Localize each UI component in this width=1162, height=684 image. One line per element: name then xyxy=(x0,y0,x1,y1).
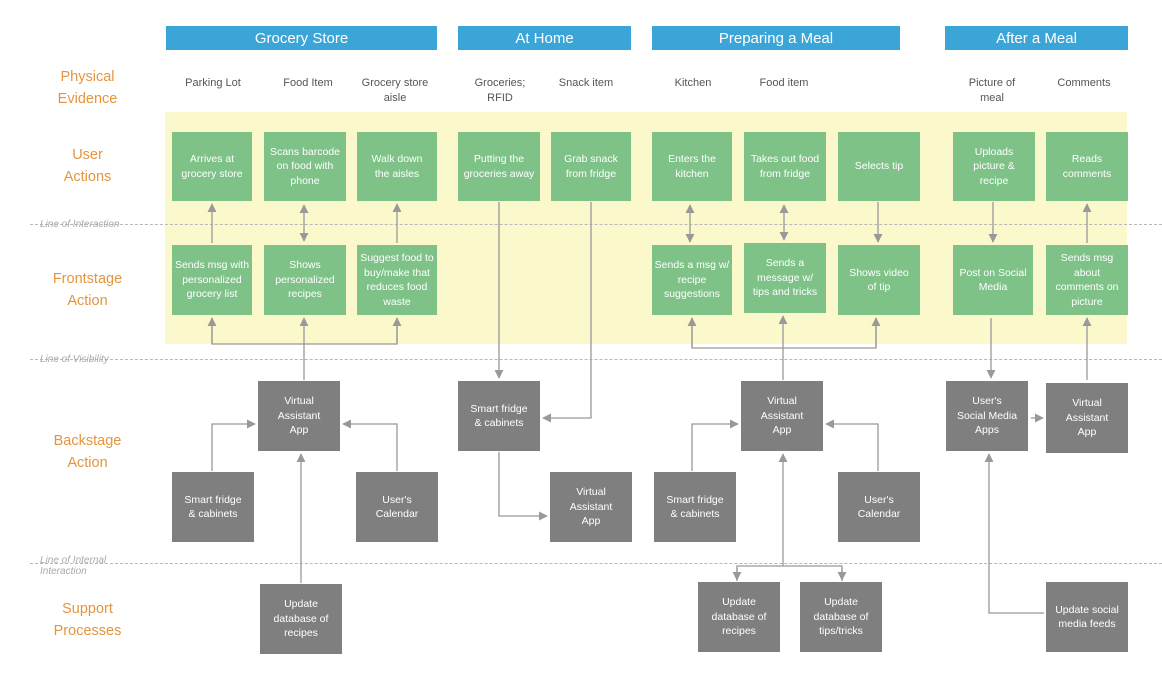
phase-header-grocery-store: Grocery Store xyxy=(166,26,437,50)
row-label-support-processes: Support Processes xyxy=(53,601,122,639)
action-reads-comments: Reads comments xyxy=(1046,132,1128,201)
row-label-frontstage-action: Frontstage Action xyxy=(52,271,123,309)
phase-header-at-home: At Home xyxy=(458,26,631,50)
front-sends-tips: Sends a message w/ tips and tricks xyxy=(744,243,826,313)
line-of-interaction xyxy=(30,224,1162,225)
action-walk-down-aisles: Walk down the aisles xyxy=(357,132,437,201)
arrow-grab-to-fridge xyxy=(542,202,592,423)
back-smart-fridge-home: Smart fridge & cabinets xyxy=(458,381,540,451)
front-sends-grocery-list: Sends msg with personalized grocery list xyxy=(172,245,252,315)
back-virtual-assistant-app-home: Virtual Assistant App xyxy=(550,472,632,542)
back-smart-fridge-1: Smart fridge & cabinets xyxy=(172,472,254,542)
front-shows-video: Shows video of tip xyxy=(838,245,920,315)
arrow-support-to-social xyxy=(984,453,1044,614)
back-social-media-apps: User's Social Media Apps xyxy=(946,381,1028,451)
row-label-physical-evidence: Physical Evidence xyxy=(57,69,118,107)
evidence-food-item-2: Food item xyxy=(759,77,809,89)
front-sends-recipe-suggestions: Sends a msg w/ recipe suggestions xyxy=(652,245,732,315)
evidence-grocery-aisle: Grocery store aisle xyxy=(361,77,429,104)
row-label-user-actions: User Actions xyxy=(63,147,112,185)
arrow-fridge-to-va-1 xyxy=(211,419,256,471)
evidence-groceries-rfid: Groceries; RFID xyxy=(474,77,526,104)
action-scans-barcode: Scans barcode on food with phone xyxy=(264,132,346,201)
support-update-social-feeds: Update social media feeds xyxy=(1046,582,1128,652)
arrow-calendar-to-va-2 xyxy=(825,419,879,471)
line-label-interaction: Line of Interaction xyxy=(40,219,120,230)
action-selects-tip: Selects tip xyxy=(838,132,920,201)
action-enters-kitchen: Enters the kitchen xyxy=(652,132,732,201)
phase-header-after-meal: After a Meal xyxy=(945,26,1128,50)
action-putting-groceries-away: Putting the groceries away xyxy=(458,132,540,201)
evidence-snack-item: Snack item xyxy=(558,77,614,89)
evidence-comments: Comments xyxy=(1057,77,1111,89)
front-post-social-media: Post on Social Media xyxy=(953,245,1033,315)
back-users-calendar-2: User's Calendar xyxy=(838,472,920,542)
evidence-picture-of-meal: Picture of meal xyxy=(968,77,1016,104)
arrow-va2-to-support xyxy=(736,565,843,581)
evidence-food-item: Food Item xyxy=(283,77,333,89)
front-shows-recipes: Shows personalized recipes xyxy=(264,245,346,315)
phase-header-preparing-meal: Preparing a Meal xyxy=(652,26,900,50)
arrow-bracket-prep xyxy=(691,318,877,349)
line-label-internal-interaction: Line of Internal Interaction xyxy=(40,555,107,577)
arrow-fridge-to-va-2 xyxy=(691,419,739,471)
back-virtual-assistant-app-3: Virtual Assistant App xyxy=(1046,383,1128,453)
arrow-fridge-to-va-home xyxy=(498,452,548,521)
evidence-kitchen: Kitchen xyxy=(674,77,712,89)
front-sends-comments: Sends msg about comments on picture xyxy=(1046,245,1128,315)
back-virtual-assistant-app-1: Virtual Assistant App xyxy=(258,381,340,451)
front-suggest-food: Suggest food to buy/make that reduces fo… xyxy=(357,245,437,315)
action-arrives-at-grocery-store: Arrives at grocery store xyxy=(172,132,252,201)
line-label-visibility: Line of Visibility xyxy=(40,354,109,365)
back-virtual-assistant-app-2: Virtual Assistant App xyxy=(741,381,823,451)
action-uploads-picture: Uploads picture & recipe xyxy=(953,132,1035,201)
action-takes-out-food: Takes out food from fridge xyxy=(744,132,826,201)
support-update-recipes-1: Update database of recipes xyxy=(260,584,342,654)
arrow-calendar-to-va-1 xyxy=(342,419,398,471)
back-smart-fridge-2: Smart fridge & cabinets xyxy=(654,472,736,542)
line-of-internal-interaction xyxy=(30,563,1162,564)
line-of-visibility xyxy=(30,359,1162,360)
support-update-recipes-2: Update database of recipes xyxy=(698,582,780,652)
row-label-backstage-action: Backstage Action xyxy=(53,433,122,471)
evidence-parking-lot: Parking Lot xyxy=(185,77,241,89)
back-users-calendar-1: User's Calendar xyxy=(356,472,438,542)
action-grab-snack: Grab snack from fridge xyxy=(551,132,631,201)
support-update-tips: Update database of tips/tricks xyxy=(800,582,882,652)
